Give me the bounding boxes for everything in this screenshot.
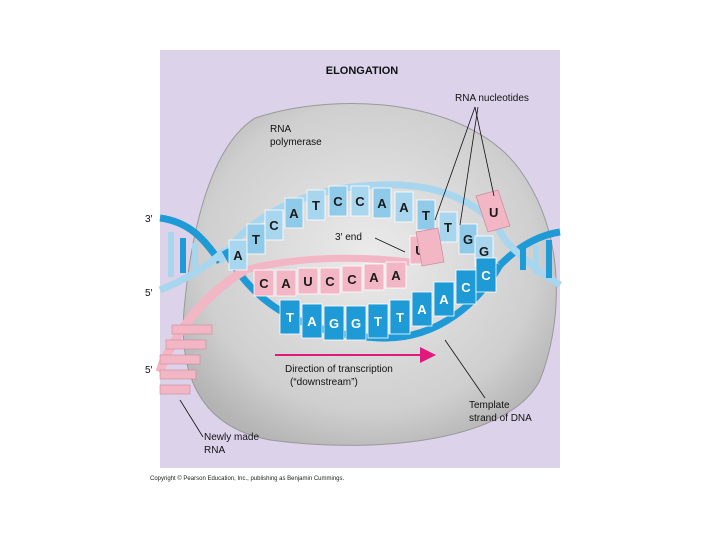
template-base-letter: T — [286, 310, 294, 325]
figure-title: ELONGATION — [326, 65, 399, 77]
top-base-11: G — [458, 223, 478, 255]
template-base-0: T — [279, 299, 301, 335]
free-nucleotide-u: U — [475, 189, 511, 233]
template-base-4: T — [367, 303, 389, 339]
rna-polymerase-label-line2: polymerase — [270, 137, 322, 148]
top-base-letter: A — [233, 248, 243, 263]
rna-base-letter: C — [259, 276, 269, 291]
rna-tail-bases — [159, 324, 213, 395]
top-base-0: A — [228, 239, 248, 271]
copyright-text: Copyright © Pearson Education, Inc., pub… — [150, 475, 345, 482]
dna-right-helix — [497, 228, 562, 288]
rna-base-letter: C — [325, 274, 335, 289]
rna-nucleotides-label: RNA nucleotides — [455, 93, 529, 104]
template-base-1: A — [301, 303, 323, 339]
leader-line — [374, 237, 406, 253]
leader-line — [434, 106, 476, 221]
three-prime-end-label: 3′ end — [335, 232, 362, 243]
dna-left-helix — [158, 214, 228, 294]
template-base-5: T — [389, 299, 411, 335]
direction-label-line1: Direction of transcription — [285, 364, 393, 375]
template-base-letter: A — [307, 314, 317, 329]
rna-base-1: A — [275, 269, 297, 297]
template-base-3: G — [345, 305, 367, 341]
rna-base-letter: A — [281, 276, 291, 291]
direction-label-line2: (“downstream”) — [290, 377, 358, 388]
template-base-letter: G — [351, 316, 361, 331]
top-base-letter: C — [333, 194, 343, 209]
leader-line — [474, 106, 495, 197]
top-base-9: T — [416, 199, 436, 231]
template-base-7: A — [433, 281, 455, 317]
top-base-7: A — [372, 187, 392, 219]
top-base-letter: T — [444, 220, 452, 235]
template-base-letter: T — [374, 314, 382, 329]
end-label-bottom: 5′ — [145, 365, 153, 376]
top-base-letter: A — [399, 200, 409, 215]
leader-line — [459, 106, 479, 226]
top-base-1: T — [246, 223, 266, 255]
template-label-line2: strand of DNA — [469, 413, 532, 424]
rna-base-letter: C — [347, 272, 357, 287]
template-base-2: G — [323, 305, 345, 341]
top-base-letter: A — [289, 206, 299, 221]
top-base-2: C — [264, 209, 284, 241]
rna-base-3: C — [319, 267, 341, 295]
template-base-letter: A — [417, 302, 427, 317]
top-base-letter: T — [312, 198, 320, 213]
template-label-line1: Template — [469, 400, 510, 411]
rna-base-6: A — [385, 261, 407, 289]
rna-base-2: U — [297, 267, 319, 295]
top-base-letter: G — [479, 244, 489, 259]
top-base-letter: T — [422, 208, 430, 223]
rna-base-letter: A — [369, 270, 379, 285]
incoming-nucleotide — [415, 227, 445, 267]
leader-line — [179, 399, 204, 438]
top-base-letter: C — [269, 218, 279, 233]
template-base-letter: T — [396, 310, 404, 325]
leader-line — [444, 339, 486, 399]
template-base-letter: C — [461, 280, 471, 295]
svg-text:U: U — [489, 205, 498, 220]
rna-base-0: C — [253, 269, 275, 297]
top-base-4: T — [306, 189, 326, 221]
top-base-5: C — [328, 185, 348, 217]
top-base-letter: A — [377, 196, 387, 211]
template-base-letter: G — [329, 316, 339, 331]
template-base-9: C — [475, 257, 497, 293]
top-base-10: T — [438, 211, 458, 243]
top-base-letter: G — [463, 232, 473, 247]
end-label-middle: 5′ — [145, 288, 153, 299]
rna-base-letter: U — [303, 274, 312, 289]
top-base-letter: T — [252, 232, 260, 247]
template-base-letter: C — [481, 268, 491, 283]
template-base-8: C — [455, 269, 477, 305]
newly-made-rna-label-line2: RNA — [204, 445, 225, 456]
template-base-letter: A — [439, 292, 449, 307]
newly-made-rna-label-line1: Newly made — [204, 432, 259, 443]
template-base-6: A — [411, 291, 433, 327]
rna-base-5: A — [363, 263, 385, 291]
top-base-3: A — [284, 197, 304, 229]
top-base-6: C — [350, 185, 370, 217]
top-base-8: A — [394, 191, 414, 223]
top-base-letter: C — [355, 194, 365, 209]
rna-base-4: C — [341, 265, 363, 293]
end-label-top: 3′ — [145, 214, 153, 225]
rna-polymerase-label-line1: RNA — [270, 124, 291, 135]
rna-base-letter: A — [391, 268, 401, 283]
